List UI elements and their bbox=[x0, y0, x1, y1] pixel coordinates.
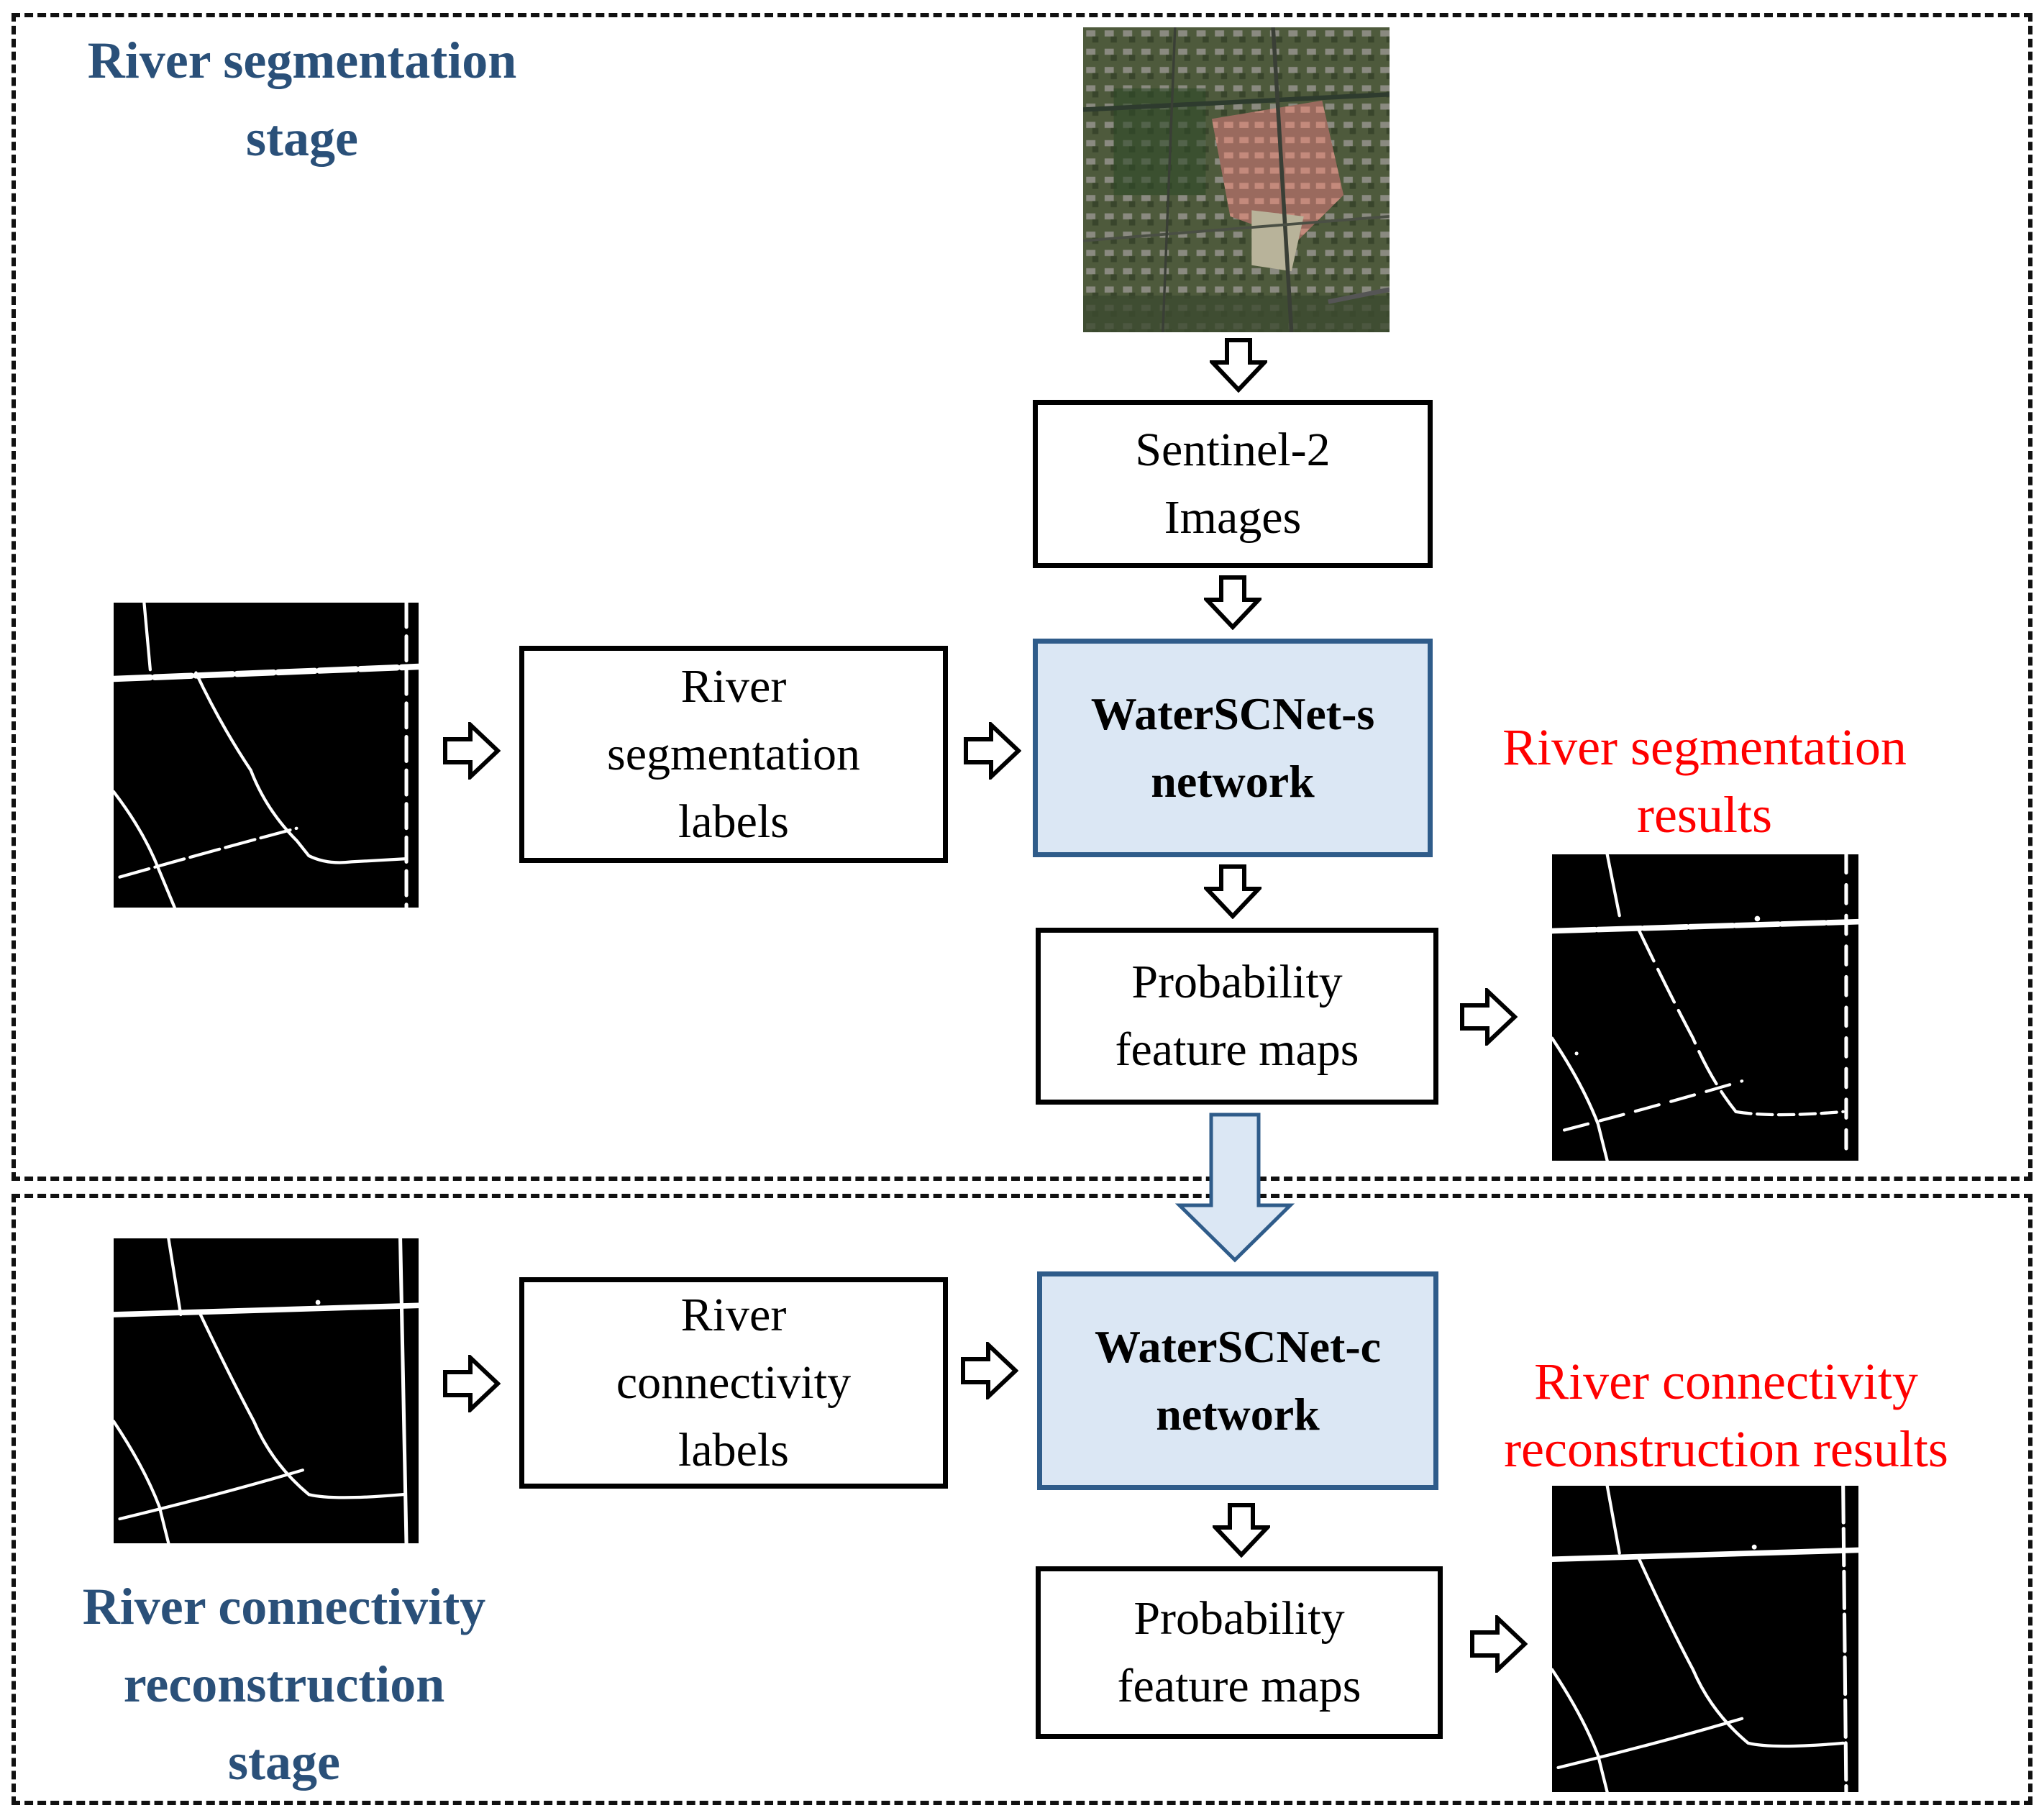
waterscnet-c-network-label: WaterSCNet-c network bbox=[1094, 1321, 1382, 1440]
river-segmentation-labels-text: River segmentation labels bbox=[607, 660, 860, 848]
river-segmentation-labels-box: River segmentation labels bbox=[519, 646, 948, 863]
hollow-arrow-icon bbox=[1210, 338, 1267, 393]
waterscnet-s-network-box: WaterSCNet-s network bbox=[1033, 639, 1433, 857]
river-connectivity-labels-text: River connectivity labels bbox=[616, 1289, 852, 1476]
large-down-arrow-icon bbox=[1175, 1112, 1295, 1264]
hollow-arrow-icon bbox=[1470, 1615, 1528, 1673]
hollow-arrow-icon bbox=[443, 1355, 501, 1412]
hollow-arrow-icon bbox=[1204, 864, 1261, 919]
segmentation-stage-frame bbox=[12, 13, 2032, 1181]
sentinel-satellite-image bbox=[1083, 27, 1390, 332]
segmentation-probability-maps-label: Probability feature maps bbox=[1115, 956, 1359, 1076]
hollow-arrow-icon bbox=[1213, 1503, 1270, 1558]
connectivity-stage-frame bbox=[12, 1194, 2032, 1805]
connectivity-stage-title: River connectivity reconstruction stage bbox=[82, 1578, 486, 1791]
connectivity-probability-maps-label: Probability feature maps bbox=[1117, 1592, 1361, 1712]
waterscnet-s-network-label: WaterSCNet-s network bbox=[1090, 688, 1375, 807]
hollow-arrow-icon bbox=[1460, 988, 1518, 1046]
river-segmentation-results-label: River segmentation results bbox=[1502, 718, 1907, 844]
hollow-arrow-icon bbox=[964, 722, 1021, 780]
connectivity-result-mask-image bbox=[1552, 1486, 1858, 1792]
segmentation-probability-maps-box: Probability feature maps bbox=[1036, 928, 1438, 1105]
hollow-arrow-icon bbox=[1204, 575, 1261, 630]
connectivity-probability-maps-box: Probability feature maps bbox=[1036, 1566, 1443, 1739]
waterscnet-c-network-box: WaterSCNet-c network bbox=[1037, 1271, 1438, 1490]
segmentation-label-mask-image bbox=[114, 603, 419, 908]
segmentation-result-mask-image bbox=[1552, 854, 1858, 1161]
segmentation-stage-title: River segmentation stage bbox=[87, 32, 517, 167]
river-connectivity-labels-box: River connectivity labels bbox=[519, 1277, 948, 1489]
hollow-arrow-icon bbox=[961, 1342, 1018, 1399]
sentinel-images-label: Sentinel-2 Images bbox=[1135, 424, 1331, 544]
hollow-arrow-icon bbox=[443, 722, 501, 780]
sentinel-images-box: Sentinel-2 Images bbox=[1033, 400, 1433, 568]
connectivity-label-mask-image bbox=[114, 1238, 419, 1543]
river-connectivity-results-label: River connectivity reconstruction result… bbox=[1504, 1353, 1948, 1478]
